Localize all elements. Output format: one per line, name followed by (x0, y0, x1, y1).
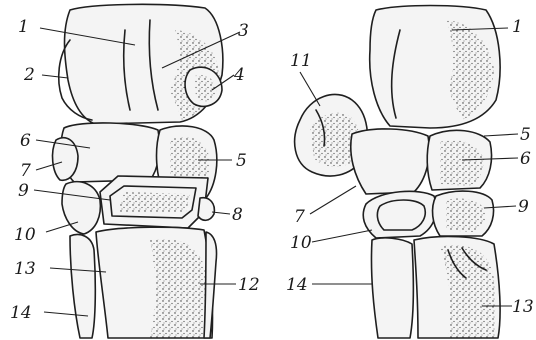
label-r-6: 6 (520, 149, 531, 169)
second-metacarpal-splint (70, 235, 95, 338)
label-r-13: 13 (512, 297, 534, 317)
label-l-6: 6 (20, 131, 31, 151)
label-r-11: 11 (290, 51, 312, 71)
fourth-metacarpal-splint (204, 232, 217, 338)
fourth-metacarpal-right (371, 238, 413, 338)
second-carpal-bone (62, 182, 100, 234)
label-r-1: 1 (512, 17, 523, 37)
label-r-10: 10 (290, 233, 312, 253)
label-l-5: 5 (236, 151, 247, 171)
fourth-carpal-small (198, 198, 214, 221)
label-l-13: 13 (14, 259, 36, 279)
label-l-3: 3 (238, 21, 249, 41)
label-r-5: 5 (520, 125, 531, 145)
label-l-9: 9 (18, 181, 29, 201)
label-r-9: 9 (518, 197, 529, 217)
ulnar-carpal-bone (351, 129, 429, 194)
label-l-12: 12 (238, 275, 260, 295)
label-l-7: 7 (20, 161, 31, 181)
left-view-drawing (53, 4, 223, 338)
label-l-10: 10 (14, 225, 36, 245)
label-l-8: 8 (232, 205, 243, 225)
label-l-1: 1 (18, 17, 29, 37)
label-l-4: 4 (233, 65, 245, 85)
label-l-14: 14 (10, 303, 32, 323)
label-l-2: 2 (23, 65, 35, 85)
label-r-7: 7 (294, 207, 305, 227)
right-view-drawing (295, 6, 500, 339)
carpal-center-shading (118, 192, 190, 212)
label-r-14: 14 (286, 275, 308, 295)
